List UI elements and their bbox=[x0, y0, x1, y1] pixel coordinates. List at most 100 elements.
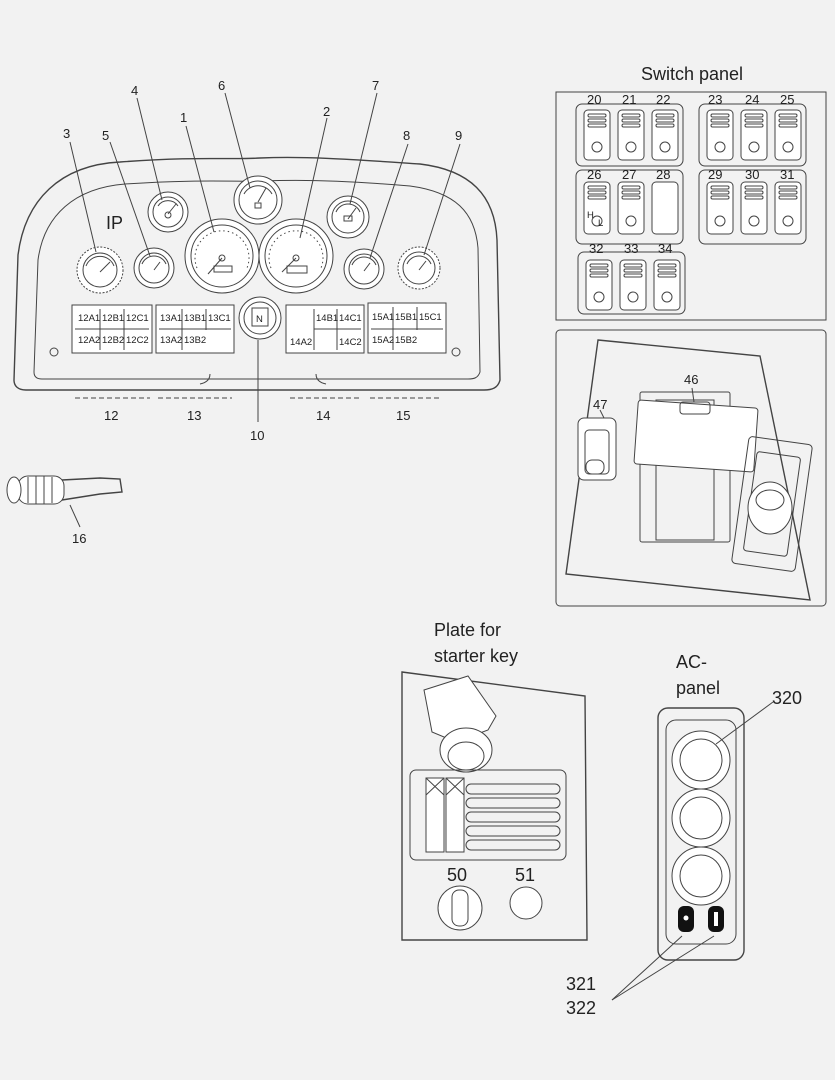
ac-title-line2: panel bbox=[676, 678, 720, 698]
callout-46: 46 bbox=[684, 372, 698, 387]
ac-knob-2-icon bbox=[671, 788, 731, 848]
ac-panel: AC- panel 320 321 322 bbox=[566, 652, 802, 1018]
gauge-4-icon bbox=[147, 191, 189, 233]
rocker-switch-33 bbox=[619, 259, 647, 311]
dashboard-inner-bezel bbox=[33, 179, 481, 380]
callout-12: 12 bbox=[104, 408, 118, 423]
callout-5: 5 bbox=[102, 128, 109, 143]
svg-text:14C1: 14C1 bbox=[339, 313, 362, 324]
callout-2: 2 bbox=[323, 104, 330, 119]
svg-text:22: 22 bbox=[656, 92, 670, 107]
ip-leader-lines bbox=[69, 92, 461, 528]
svg-text:30: 30 bbox=[745, 167, 759, 182]
ac-knob-1-icon bbox=[671, 730, 731, 790]
plate-title-line2: starter key bbox=[434, 646, 518, 666]
switch-26-h-glyph: H bbox=[587, 210, 594, 221]
ip-title: IP bbox=[106, 213, 123, 233]
gauge-3-icon bbox=[76, 246, 124, 294]
rocker-switch-27 bbox=[617, 181, 645, 235]
dashboard-housing bbox=[13, 156, 501, 391]
mount-hole-right bbox=[451, 347, 461, 357]
callout-3: 3 bbox=[63, 126, 70, 141]
svg-text:12C1: 12C1 bbox=[126, 313, 149, 324]
rocker-switch-34 bbox=[653, 259, 681, 311]
callout-51: 51 bbox=[515, 865, 535, 885]
svg-text:33: 33 bbox=[624, 241, 638, 256]
callout-7: 7 bbox=[372, 78, 379, 93]
svg-text:23: 23 bbox=[708, 92, 722, 107]
rocker-switch-29 bbox=[706, 181, 734, 235]
gauge-9-icon bbox=[397, 246, 441, 290]
rocker-switch-24 bbox=[740, 109, 768, 161]
rocker-switch-20 bbox=[583, 109, 611, 161]
svg-text:29: 29 bbox=[708, 167, 722, 182]
callout-13: 13 bbox=[187, 408, 201, 423]
starter-key-plate: Plate for starter key 50 51 bbox=[401, 620, 588, 941]
svg-text:12B2: 12B2 bbox=[102, 335, 124, 346]
svg-text:15B2: 15B2 bbox=[395, 335, 417, 346]
plate-title-line1: Plate for bbox=[434, 620, 501, 640]
stalk-switch-icon bbox=[6, 475, 123, 505]
callout-50: 50 bbox=[447, 865, 467, 885]
callout-16: 16 bbox=[72, 531, 86, 546]
gauge-5-icon bbox=[133, 247, 175, 289]
svg-text:21: 21 bbox=[622, 92, 636, 107]
rocker-switch-30 bbox=[740, 181, 768, 235]
switch-panel: Switch panel 20 21 22 23 24 25 26 27 28 … bbox=[555, 64, 827, 321]
svg-text:15C1: 15C1 bbox=[419, 312, 442, 323]
fuse-block-12: 12A1 12B1 12C1 12A2 12B2 12C2 bbox=[71, 304, 153, 354]
callout-8: 8 bbox=[403, 128, 410, 143]
gauge-6-icon bbox=[233, 175, 283, 225]
svg-text:13A2: 13A2 bbox=[160, 335, 182, 346]
svg-text:26: 26 bbox=[587, 167, 601, 182]
svg-text:13B2: 13B2 bbox=[184, 335, 206, 346]
ac-knob-3-icon bbox=[671, 846, 731, 906]
svg-text:20: 20 bbox=[587, 92, 601, 107]
speedometer-icon bbox=[258, 218, 334, 294]
callout-9: 9 bbox=[455, 128, 462, 143]
svg-text:13C1: 13C1 bbox=[208, 313, 231, 324]
svg-text:28: 28 bbox=[656, 167, 670, 182]
callout-47: 47 bbox=[593, 397, 607, 412]
fuse-block-15: 15A1 15B1 15C1 15A2 15B2 bbox=[367, 302, 447, 354]
switch-26-l-glyph: L bbox=[598, 218, 603, 229]
rocker-switch-31 bbox=[774, 181, 802, 235]
gauge-7-icon bbox=[326, 195, 370, 239]
callout-10: 10 bbox=[250, 428, 264, 443]
rocker-switch-22 bbox=[651, 109, 679, 161]
tachometer-icon bbox=[184, 218, 260, 294]
callout-1: 1 bbox=[180, 110, 187, 125]
callout-321: 321 bbox=[566, 974, 596, 994]
svg-text:12A2: 12A2 bbox=[78, 335, 100, 346]
rocker-switch-25 bbox=[774, 109, 802, 161]
ac-title-line1: AC- bbox=[676, 652, 707, 672]
rocker-switch-26 bbox=[583, 181, 611, 235]
svg-text:15A2: 15A2 bbox=[372, 335, 394, 346]
instrument-panel: IP bbox=[13, 78, 501, 546]
svg-text:31: 31 bbox=[780, 167, 794, 182]
fuse-block-14: 14B1 14C1 14A2 14C2 bbox=[285, 304, 365, 354]
callout-320: 320 bbox=[772, 688, 802, 708]
rotary-switch-50-icon bbox=[437, 885, 483, 931]
callout-14: 14 bbox=[316, 408, 330, 423]
svg-text:14B1: 14B1 bbox=[316, 313, 338, 324]
rocker-switch-23 bbox=[706, 109, 734, 161]
callout-322: 322 bbox=[566, 998, 596, 1018]
gauge-8-icon bbox=[343, 248, 385, 290]
svg-text:13B1: 13B1 bbox=[184, 313, 206, 324]
svg-text:15B1: 15B1 bbox=[395, 312, 417, 323]
lever-panel: 47 46 bbox=[555, 329, 827, 607]
svg-text:12B1: 12B1 bbox=[102, 313, 124, 324]
svg-text:24: 24 bbox=[745, 92, 759, 107]
svg-text:14C2: 14C2 bbox=[339, 337, 362, 348]
svg-text:27: 27 bbox=[622, 167, 636, 182]
svg-text:14A2: 14A2 bbox=[290, 337, 312, 348]
indicator-51-icon bbox=[509, 886, 543, 920]
rocker-switch-21 bbox=[617, 109, 645, 161]
svg-text:15A1: 15A1 bbox=[372, 312, 394, 323]
svg-text:N: N bbox=[256, 314, 263, 325]
rocker-switch-28 bbox=[651, 181, 679, 235]
svg-text:34: 34 bbox=[658, 241, 672, 256]
svg-text:12A1: 12A1 bbox=[78, 313, 100, 324]
